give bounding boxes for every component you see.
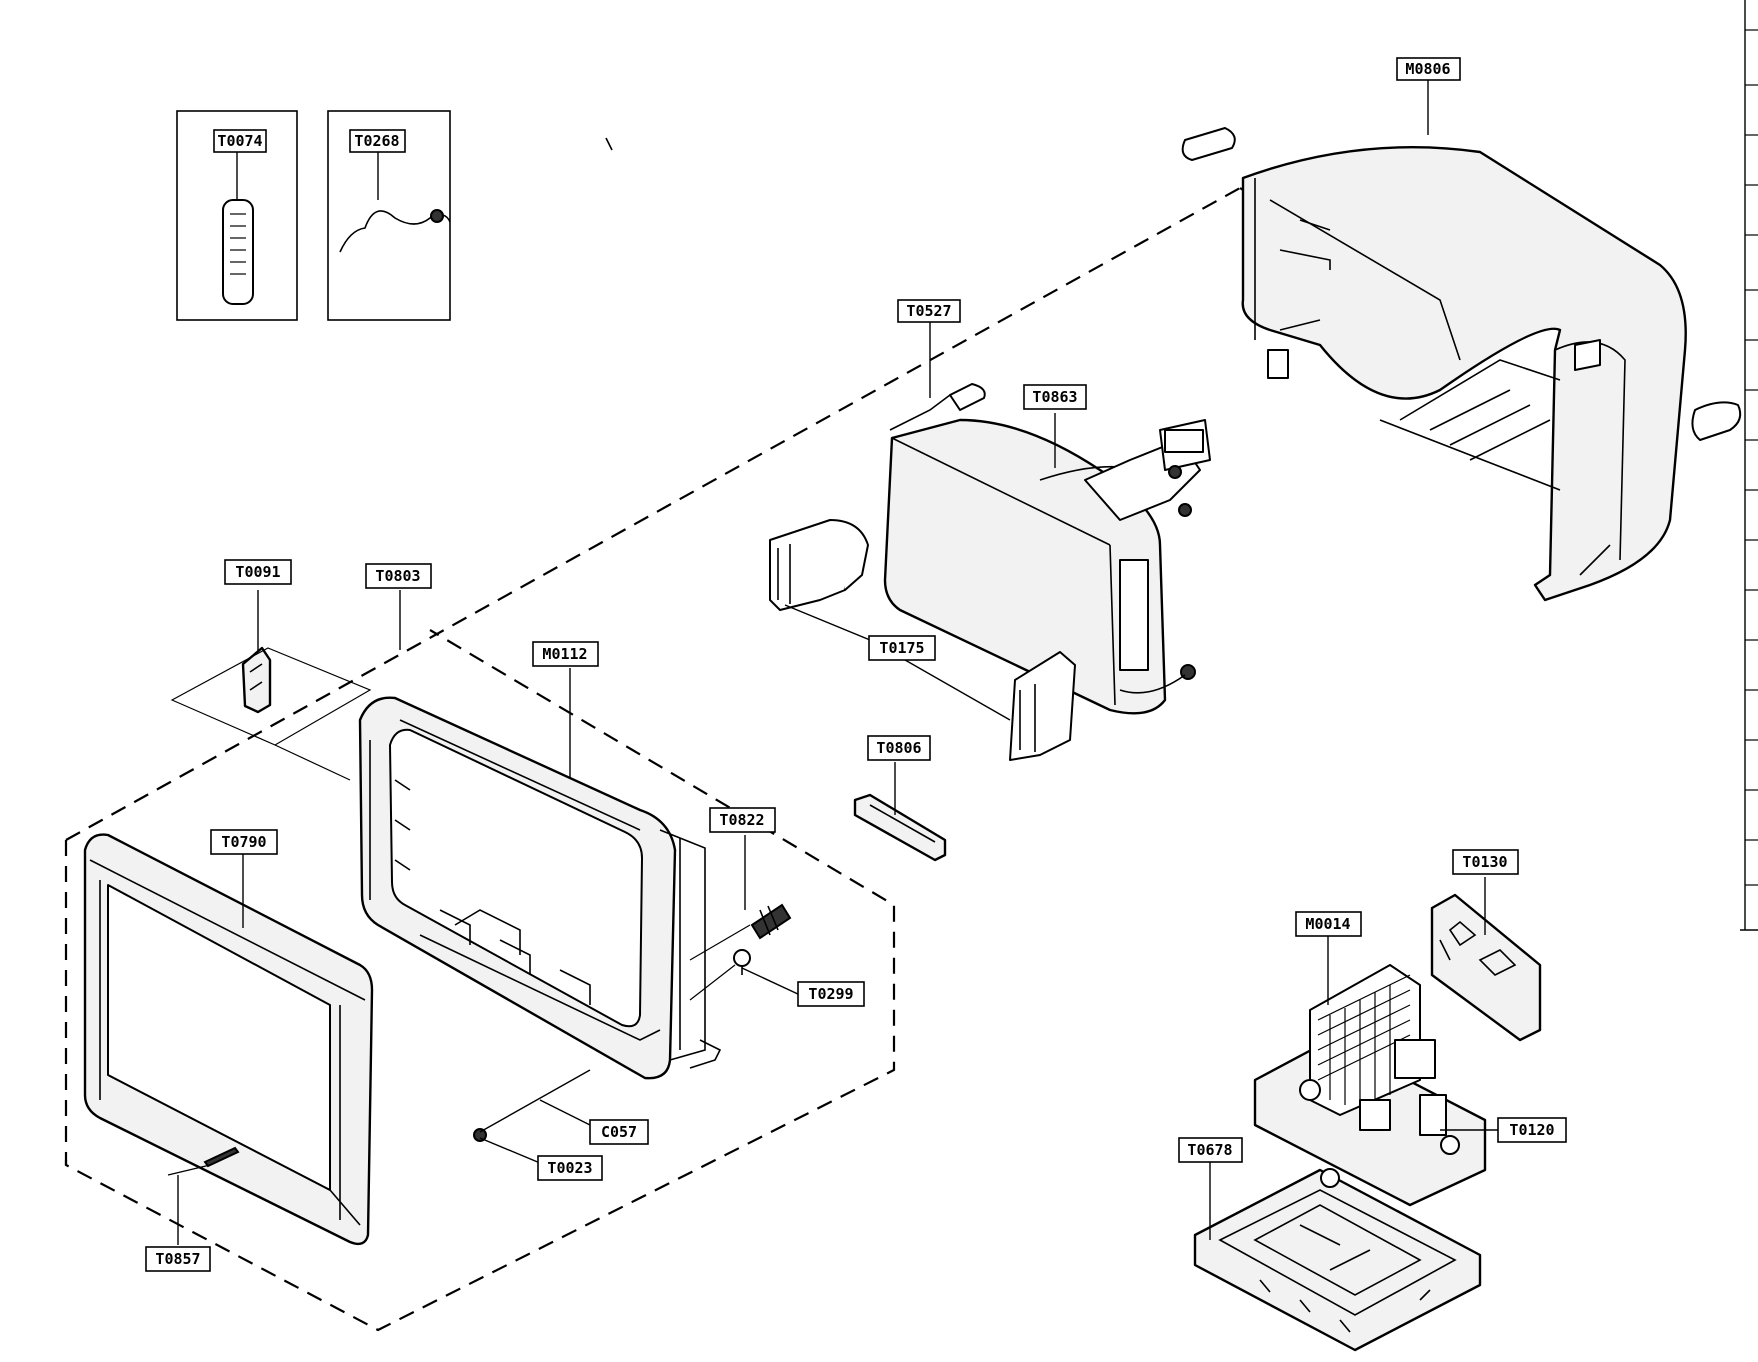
- main-chassis: [1253, 964, 1487, 1207]
- label-text: T0130: [1462, 853, 1507, 871]
- label-text: T0863: [1032, 388, 1077, 406]
- bottom-tray: [1193, 1168, 1482, 1352]
- label-t0120: T0120: [1497, 1117, 1567, 1143]
- small-screw-part: [473, 1069, 591, 1164]
- label-t0023: T0023: [537, 1155, 603, 1181]
- parts-table-edge: [1740, 0, 1758, 931]
- label-m0112: M0112: [532, 641, 599, 667]
- label-text: T0268: [354, 132, 399, 150]
- stray-mark: [605, 137, 613, 151]
- label-m0014: M0014: [1295, 911, 1362, 937]
- label-t0857: T0857: [145, 1246, 211, 1272]
- front-bezel: [83, 833, 374, 1246]
- label-text: T0091: [235, 563, 280, 581]
- deflection-brackets: [769, 519, 1076, 761]
- label-text: T0790: [221, 833, 266, 851]
- power-switch-part: [170, 646, 372, 746]
- label-c057: C057: [589, 1119, 649, 1145]
- label-text: T0803: [375, 567, 420, 585]
- label-m0806: M0806: [1396, 57, 1461, 81]
- label-t0790: T0790: [210, 829, 278, 855]
- back-cabinet: [1181, 127, 1742, 602]
- label-t0091: T0091: [224, 559, 292, 585]
- label-t0299: T0299: [797, 981, 865, 1007]
- label-t0130: T0130: [1452, 849, 1519, 875]
- front-cabinet: [358, 696, 722, 1080]
- label-t0268: T0268: [349, 129, 406, 153]
- label-text: T0806: [876, 739, 921, 757]
- spring-part: [689, 903, 792, 961]
- label-t0074: T0074: [213, 129, 267, 153]
- small-pcb-board: [1430, 893, 1542, 1042]
- label-t0175: T0175: [868, 635, 936, 661]
- label-text: M0112: [542, 645, 587, 663]
- label-text: T0074: [217, 132, 262, 150]
- label-text: T0120: [1509, 1121, 1554, 1139]
- label-text: C057: [601, 1123, 637, 1141]
- label-text: T0175: [879, 639, 924, 657]
- label-t0822: T0822: [709, 807, 776, 833]
- label-t0527: T0527: [897, 299, 961, 323]
- label-text: T0023: [547, 1159, 592, 1177]
- label-t0806: T0806: [867, 735, 931, 761]
- label-text: T0299: [808, 985, 853, 1003]
- small-bracket-bar: [853, 793, 947, 862]
- label-text: M0806: [1405, 60, 1450, 78]
- screw-part: [689, 949, 801, 1001]
- label-text: T0527: [906, 302, 951, 320]
- label-t0863: T0863: [1023, 384, 1087, 410]
- label-text: T0822: [719, 811, 764, 829]
- crt-picture-tube: [883, 383, 1211, 715]
- label-t0678: T0678: [1178, 1137, 1243, 1163]
- label-text: T0678: [1187, 1141, 1232, 1159]
- label-t0803: T0803: [365, 563, 432, 589]
- label-text: T0857: [155, 1250, 200, 1268]
- label-text: M0014: [1305, 915, 1350, 933]
